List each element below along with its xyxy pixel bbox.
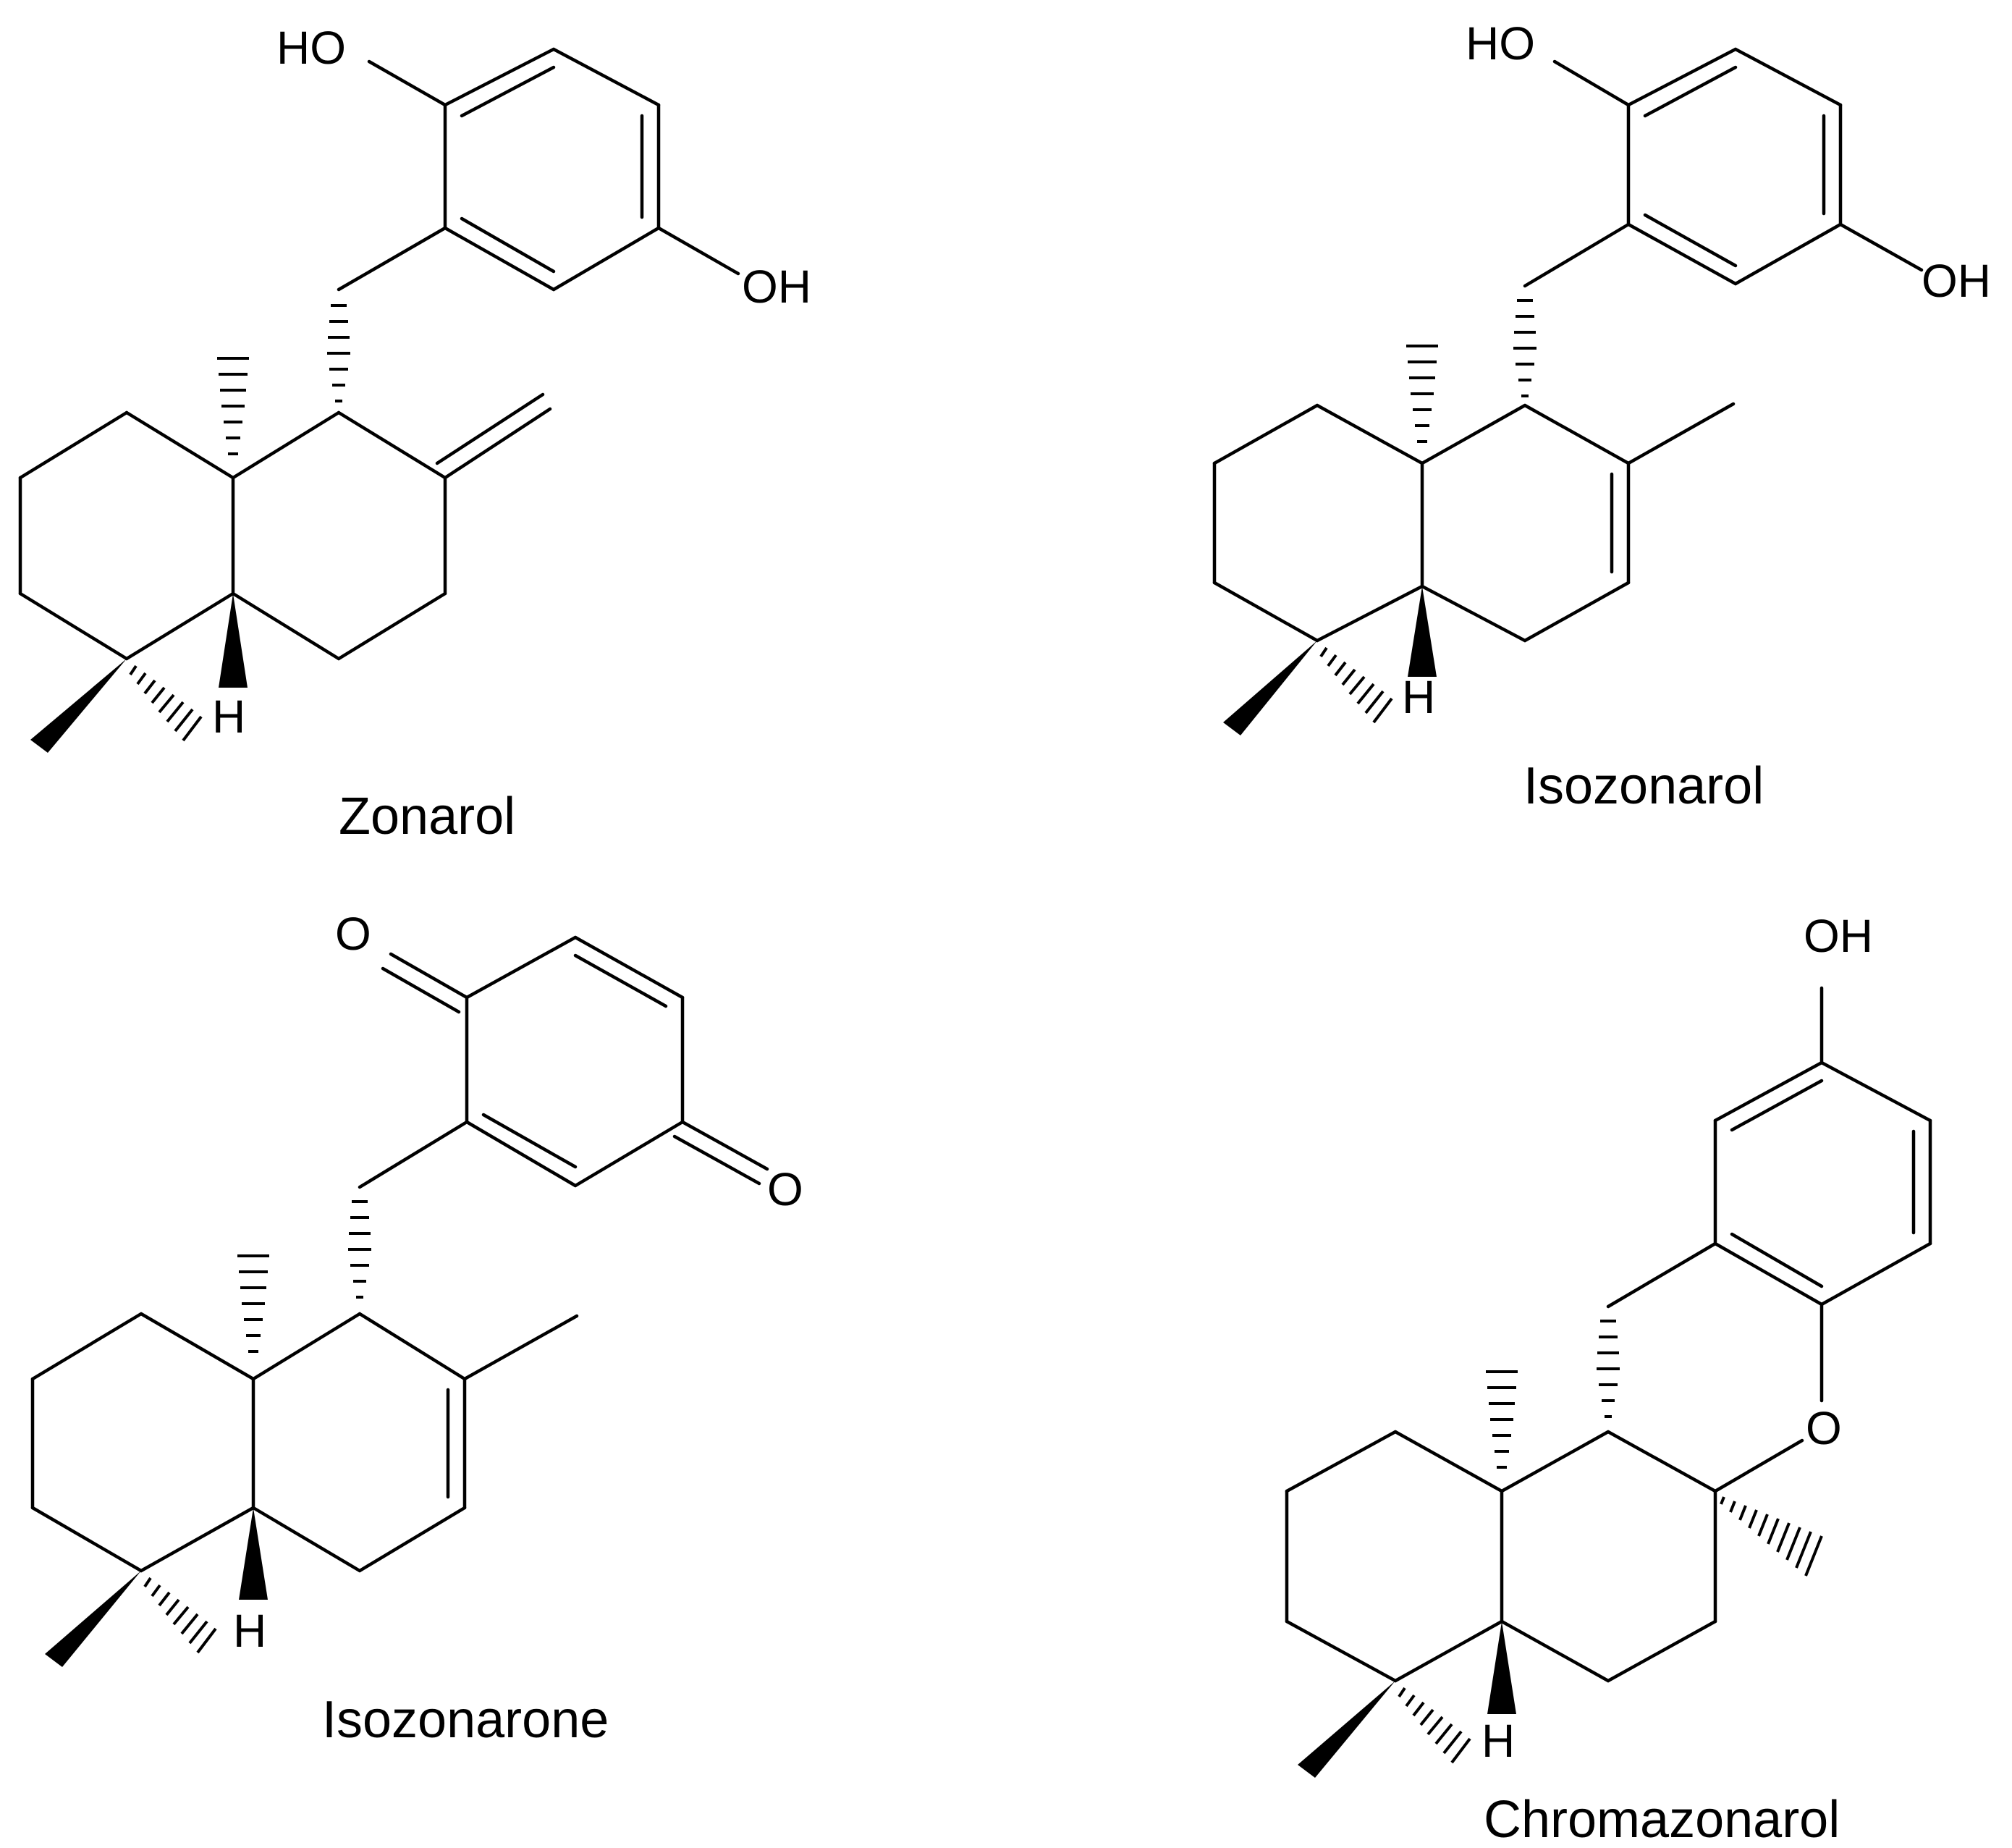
isozonarol-structure: HO OH H Isozonarol [1212,17,1991,815]
isozonarol-caption: Isozonarol [1523,757,1764,815]
isozonarol-oh-label-2: OH [1922,255,1991,307]
isozonarone-caption: Isozonarone [322,1691,609,1749]
chromazonarol-h-label: H [1481,1715,1515,1767]
isozonarone-h-label: H [233,1605,266,1657]
isozonarone-structure: O O H Isozonarone [30,908,803,1749]
zonarol-caption: Zonarol [339,788,515,845]
zonarol-structure: HO OH H Zonarol [18,22,811,845]
isozonarone-o-label-1: O [335,908,371,960]
zonarol-h-label: H [212,691,245,743]
isozonarone-o-label-2: O [767,1163,803,1215]
isozonarol-oh-label-1: HO [1466,17,1535,69]
chromazonarol-o-label: O [1806,1402,1842,1454]
chromazonarol-caption: Chromazonarol [1484,1791,1840,1848]
chromazonarol-oh-label: OH [1804,910,1873,962]
chromazonarol-structure: OH O H Chromazonarol [1285,910,1932,1848]
isozonarol-h-label: H [1402,671,1435,723]
zonarol-oh-label-1: HO [276,22,346,74]
zonarol-oh-label-2: OH [742,261,811,313]
